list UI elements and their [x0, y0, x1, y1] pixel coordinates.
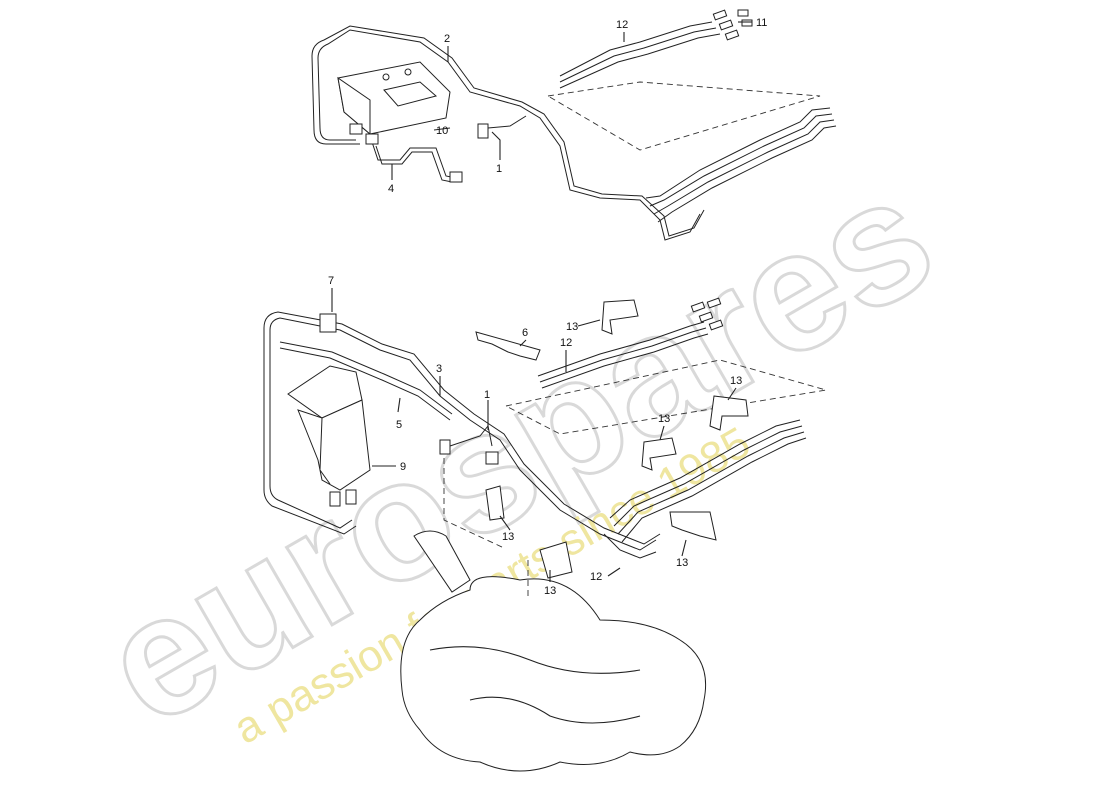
callouts: 1 1 2 3 4 5 6 7 9 10 11 12 12 12 13 13 1… [328, 17, 767, 597]
callout-label: 13 [502, 531, 514, 543]
callout-label: 10 [436, 125, 448, 137]
callout-label: 13 [730, 375, 742, 387]
upper-assembly [311, 9, 837, 241]
callout-label: 4 [388, 183, 394, 195]
leader-lines [331, 21, 752, 582]
callout-label: 1 [496, 163, 502, 175]
separator-9 [287, 365, 371, 507]
callout-label: 13 [544, 585, 556, 597]
connectors-11 [712, 9, 753, 41]
callout-label: 9 [400, 461, 406, 473]
callout-label: 7 [328, 275, 334, 287]
callout-label: 12 [590, 571, 602, 583]
callout-label: 6 [522, 327, 528, 339]
carbon-canister [337, 61, 451, 136]
callout-label: 13 [566, 321, 578, 333]
lower-assembly [263, 297, 827, 772]
callout-label: 1 [484, 389, 490, 401]
callout-label: 3 [436, 363, 442, 375]
callout-label: 2 [444, 33, 450, 45]
callout-label: 13 [658, 413, 670, 425]
clips-13 [485, 299, 749, 579]
callout-label: 12 [616, 19, 628, 31]
callout-label: 12 [560, 337, 572, 349]
callout-label: 11 [756, 17, 767, 29]
callout-label: 5 [396, 419, 402, 431]
callout-label: 13 [676, 557, 688, 569]
